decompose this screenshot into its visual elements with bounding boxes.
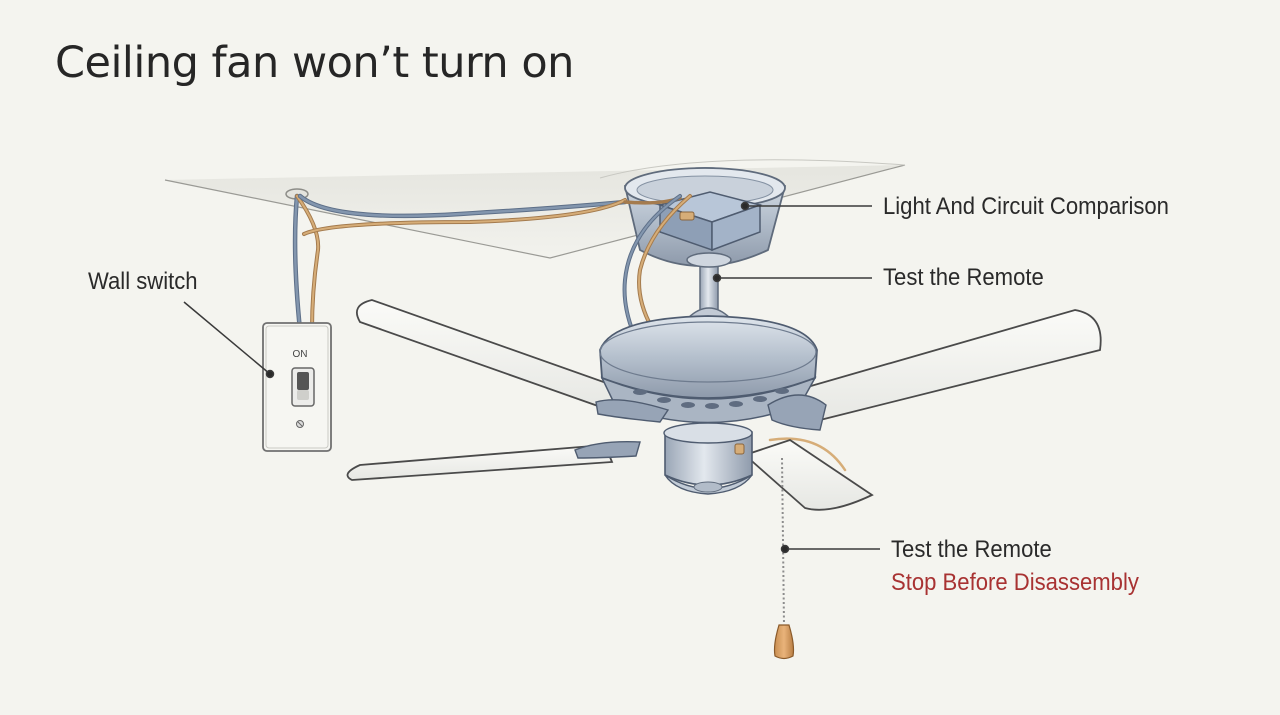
fan-canopy [623,167,787,267]
fan-blade-front [743,439,874,511]
downrod [686,252,732,319]
fan-blade-left-front [346,444,614,481]
wall-switch: ON [262,322,332,452]
fan-blade-left-rear [356,299,617,414]
wall-switch-label: Wall switch [88,268,198,295]
switch-on-text: ON [293,349,308,360]
canopy-label: Light And Circuit Comparison [883,193,1169,220]
pull-chain-label: Test the Remote [891,536,1052,563]
fan-blade-right [788,309,1102,427]
pull-chain-warning-label: Stop Before Disassembly [891,569,1139,596]
switch-wires [292,193,628,333]
page-title: Ceiling fan won’t turn on [55,38,574,88]
motor-housing [574,315,827,459]
pull-chain-knob [773,624,795,660]
switch-housing [663,422,753,495]
fan-blades [346,299,1102,511]
downrod-label: Test the Remote [883,264,1044,291]
callout-leaders [183,201,880,554]
pull-chain [773,457,795,660]
